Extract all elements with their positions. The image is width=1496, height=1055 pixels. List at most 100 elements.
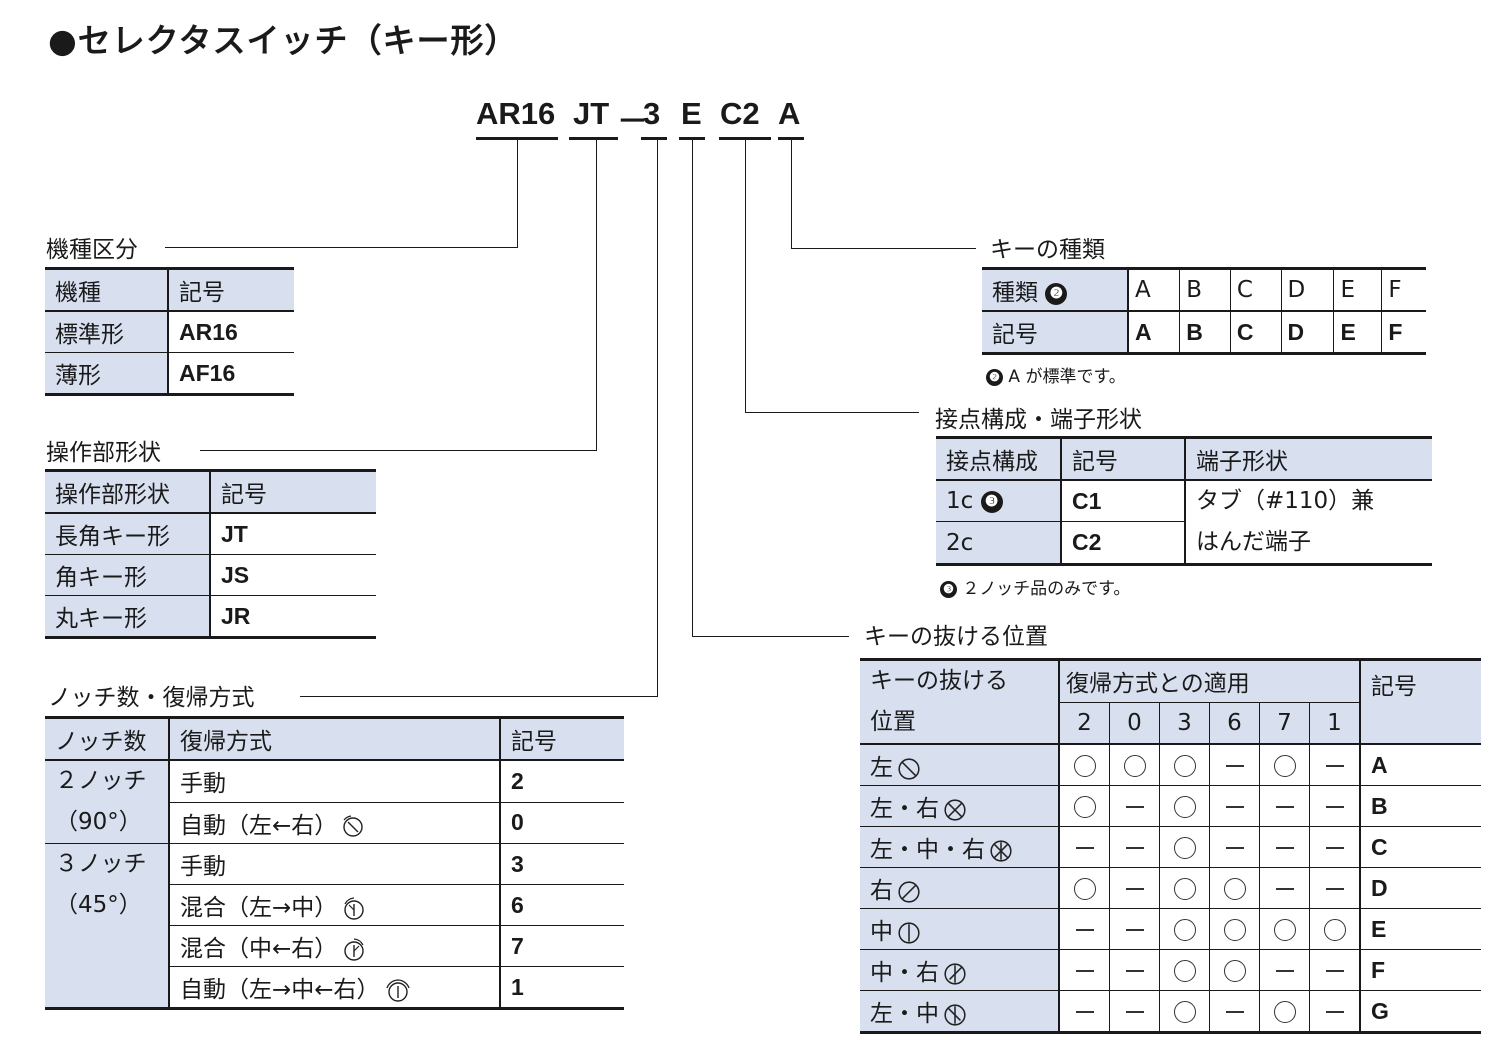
method-cell	[1309, 990, 1361, 1033]
key-pos-code: C	[1371, 833, 1388, 860]
key-pos: 左	[870, 755, 893, 781]
notch-method: 混合（左→中）	[180, 895, 338, 921]
left-center-position-icon	[944, 1003, 966, 1026]
method-cell	[1059, 867, 1110, 909]
notch-angle: （45°）	[55, 892, 142, 918]
key-pos: 中・右	[870, 960, 939, 986]
key-type-value: A	[1128, 268, 1181, 311]
method-cell	[1059, 826, 1110, 868]
table-row: 中・右 F	[860, 949, 1481, 991]
key-type-note-text: A が標準です。	[1008, 367, 1126, 387]
not-applicable-mark	[1125, 805, 1144, 808]
underline-notch	[641, 137, 667, 140]
operator-row-code: JR	[221, 602, 251, 629]
applicable-mark	[1073, 877, 1096, 900]
notch-code: 2	[511, 767, 524, 794]
key-pos: 中	[870, 919, 893, 945]
method-cell	[1309, 826, 1361, 868]
connector-operator-v	[596, 140, 597, 450]
applicable-mark	[1173, 959, 1196, 982]
applicable-mark	[1173, 1000, 1196, 1023]
operator-row-name: 長角キー形	[45, 513, 211, 555]
method-cell	[1259, 826, 1310, 868]
key-pos-code: B	[1371, 792, 1388, 819]
code-part-key-position: E	[681, 96, 702, 131]
connector-contact-h	[745, 412, 919, 413]
method-cell	[1059, 744, 1110, 786]
applicable-mark	[1173, 754, 1196, 777]
contact-config-cell: 1c ❸	[936, 480, 1062, 522]
contact-note: ❸ ２ノッチ品のみです。	[940, 574, 1130, 599]
method-cell	[1159, 990, 1210, 1033]
connector-contact-v	[745, 140, 746, 412]
underline-series	[476, 137, 558, 140]
method-cell	[1309, 785, 1361, 827]
not-applicable-mark	[1275, 969, 1294, 972]
not-applicable-mark	[1125, 928, 1144, 931]
code-part-separator: －	[617, 104, 648, 139]
not-applicable-mark	[1275, 805, 1294, 808]
not-applicable-mark	[1075, 1010, 1094, 1013]
applicable-mark	[1223, 959, 1246, 982]
key-code-value: A	[1128, 311, 1181, 354]
key-pos: 左・中・右	[870, 837, 985, 863]
not-applicable-mark	[1325, 764, 1344, 767]
key-code-value: B	[1179, 311, 1231, 354]
operator-row-name: 角キー形	[45, 554, 211, 596]
auto-return-left-icon	[343, 815, 363, 837]
key-remove-section-label: キーの抜ける位置	[864, 624, 1048, 650]
method-cell	[1109, 867, 1160, 909]
type-table: 機種 記号 標準形 AR16 薄形 AF16	[45, 267, 294, 396]
key-pos-code: F	[1371, 956, 1386, 983]
left-position-icon	[898, 757, 920, 780]
method-cell	[1059, 908, 1110, 950]
operator-row-name: 丸キー形	[45, 595, 211, 638]
not-applicable-mark	[1325, 887, 1344, 890]
method-cell	[1259, 785, 1310, 827]
not-applicable-mark	[1275, 887, 1294, 890]
method-cell	[1109, 826, 1160, 868]
key-type-value: B	[1179, 268, 1231, 311]
method-cell	[1209, 990, 1260, 1033]
underline-contact	[719, 137, 771, 140]
method-header: 2	[1059, 702, 1110, 744]
key-type-section-label: キーの種類	[990, 237, 1105, 263]
type-row-code: AR16	[179, 318, 238, 345]
notch-code: 3	[511, 850, 524, 877]
key-remove-header-pos: キーの抜ける	[870, 668, 1008, 694]
connector-notch-h	[300, 696, 658, 697]
type-row-name: 薄形	[45, 352, 169, 395]
method-cell	[1209, 744, 1260, 786]
not-applicable-mark	[1225, 805, 1244, 808]
method-cell	[1209, 908, 1260, 950]
method-cell	[1309, 744, 1361, 786]
notch-count: ３ノッチ	[55, 851, 147, 877]
key-pos-cell: 右	[860, 867, 1060, 909]
not-applicable-mark	[1125, 1010, 1144, 1013]
right-position-icon	[898, 880, 920, 903]
operator-table: 操作部形状 記号 長角キー形 JT 角キー形 JS 丸キー形 JR	[45, 469, 376, 639]
code-part-key-type: A	[778, 96, 801, 131]
underline-key-type	[778, 137, 804, 140]
note-3-marker: ❸	[980, 490, 1003, 513]
notch-group-cell: ２ノッチ （90°）	[45, 760, 170, 844]
not-applicable-mark	[1125, 969, 1144, 972]
notch-method: 自動（左←右）	[180, 812, 338, 839]
notch-angle: （90°）	[55, 809, 142, 835]
notch-code: 7	[511, 932, 524, 959]
terminal-line: はんだ端子	[1196, 529, 1311, 555]
auto-three-position-icon	[385, 978, 410, 1002]
note-2-marker: ❷	[1045, 282, 1068, 305]
notch-method-cell: 自動（左←右）	[169, 802, 501, 844]
method-cell	[1159, 949, 1210, 991]
key-code-value: F	[1381, 311, 1426, 354]
center-position-icon	[898, 921, 920, 944]
applicable-mark	[1273, 918, 1296, 941]
method-cell	[1159, 867, 1210, 909]
method-cell	[1059, 949, 1110, 991]
center-right-position-icon	[944, 962, 966, 985]
key-type-note: ❷ A が標準です。	[986, 362, 1126, 387]
